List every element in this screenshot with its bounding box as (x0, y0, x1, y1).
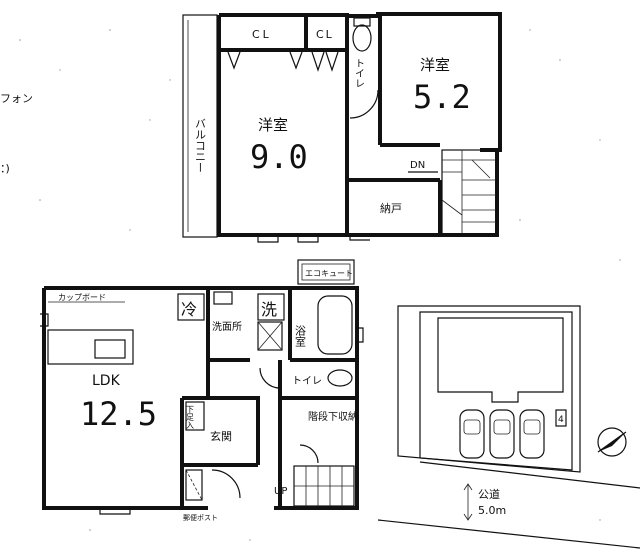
parked-cars (459, 409, 545, 459)
storage-label: 納戸 (380, 202, 402, 215)
sink (94, 339, 126, 359)
water-heater (297, 259, 355, 285)
floor-2-plan: バルコニー CL CL トイレ (182, 12, 502, 243)
washroom-label: 洗面所 (212, 321, 242, 333)
western-room-large-size: 9.0 (250, 138, 308, 176)
washer-label: 洗 (261, 300, 277, 319)
road-number: 4 (558, 415, 564, 425)
closet-2-label: CL (316, 28, 334, 41)
toilet-2f-label: トイレ (353, 58, 365, 88)
site-boundary (397, 305, 581, 473)
scan-noise (19, 29, 621, 541)
washing-machine (257, 293, 285, 321)
toilet-fixture-2f (352, 24, 372, 52)
stair-1f (293, 465, 355, 507)
cupboard-label: カップボード (58, 293, 106, 302)
site-plan: 4 公道 5.0m (377, 305, 640, 549)
mailbox-label: 郵便ポスト (183, 513, 218, 522)
closet-1-label: CL (252, 28, 272, 41)
side-note-phone: フォン (0, 92, 33, 105)
balcony-label: バルコニー (194, 118, 207, 173)
road-width: 5.0m (478, 504, 506, 517)
stair-2f (441, 149, 497, 235)
western-room-small-name: 洋室 (420, 56, 450, 74)
building-footprint (437, 317, 564, 403)
shoe-storage (185, 401, 205, 431)
side-note-paren: ：) (0, 162, 10, 175)
floor-1-plan: エコキュート カップボード 冷 洗 洗面所 浴室 トイレ (40, 259, 364, 522)
bath-label: 浴室 (294, 325, 307, 347)
western-room-small-size: 5.2 (413, 78, 471, 116)
bathtub (317, 295, 353, 355)
fridge (177, 293, 205, 321)
toilet-fixture-1f (327, 369, 353, 387)
ldk-size: 12.5 (80, 395, 157, 433)
western-room-large-name: 洋室 (258, 116, 288, 134)
toilet-1f-label: トイレ (292, 376, 322, 387)
ldk-name: LDK (92, 373, 121, 389)
kitchen-counter (47, 329, 134, 365)
floor2-outer-wall (217, 15, 499, 237)
fridge-label: 冷 (181, 300, 197, 319)
road-label: 公道 (478, 487, 500, 501)
stair-dn-label: DN (410, 160, 425, 171)
shoe-storage-label: 下足入 (186, 405, 195, 429)
stair-up-label: UP (274, 486, 287, 497)
water-heater-label: エコキュート (305, 269, 353, 278)
under-stair-storage-label: 階段下収納 (308, 410, 358, 423)
entrance-label: 玄関 (210, 429, 232, 443)
north-arrow-icon (597, 427, 627, 457)
